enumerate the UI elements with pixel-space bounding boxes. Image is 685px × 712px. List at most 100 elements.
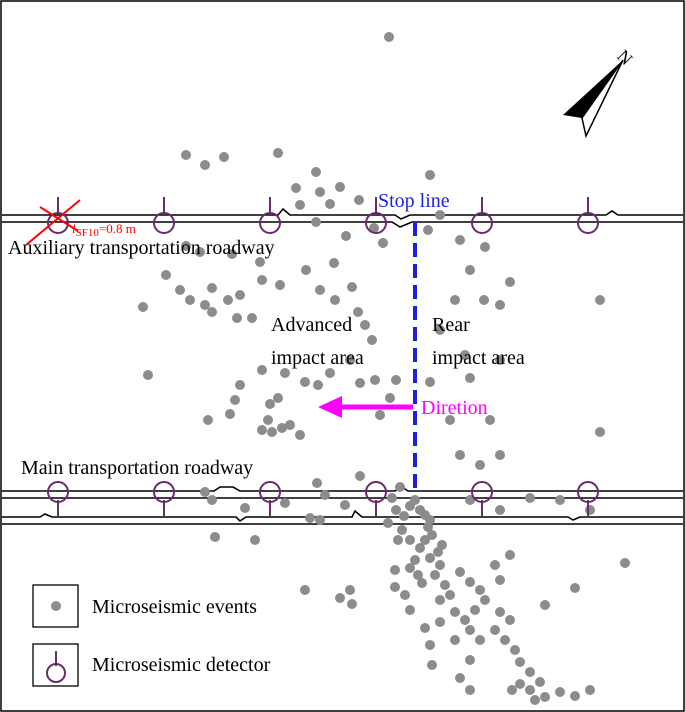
event-dot (515, 657, 525, 667)
event-dot (460, 615, 470, 625)
event-dot (257, 425, 267, 435)
event-dot (465, 373, 475, 383)
event-dot (385, 393, 395, 403)
event-dot (335, 182, 345, 192)
event-dot (138, 302, 148, 312)
event-dot (370, 375, 380, 385)
event-dot (240, 503, 250, 513)
event-dot (515, 679, 525, 689)
event-dot (395, 482, 405, 492)
event-dot (535, 677, 545, 687)
event-dot (427, 660, 437, 670)
detector (259, 197, 281, 234)
event-dot (425, 170, 435, 180)
event-dot (203, 415, 213, 425)
event-dot (450, 295, 460, 305)
event-dot (479, 295, 489, 305)
event-dot (295, 430, 305, 440)
event-dot (295, 200, 305, 210)
event-dot (505, 550, 515, 560)
event-dot (263, 415, 273, 425)
microseismic-events (138, 32, 630, 705)
event-dot (480, 595, 490, 605)
event-dot (360, 320, 370, 330)
detector (365, 481, 387, 516)
event-dot (465, 655, 475, 665)
legend-events-label: Microseismic events (92, 596, 257, 618)
event-dot (425, 553, 435, 563)
event-dot (540, 600, 550, 610)
event-dot (255, 257, 265, 267)
event-dot (450, 607, 460, 617)
rear-area-label-1: Rear (432, 314, 470, 336)
event-dot (195, 247, 205, 257)
event-dot (423, 225, 433, 235)
rear-area-label-2: impact area (432, 347, 525, 369)
event-dot (585, 685, 595, 695)
event-dot (495, 575, 505, 585)
event-dot (347, 599, 357, 609)
event-dot (300, 377, 310, 387)
event-dot (430, 570, 440, 580)
event-dot (341, 231, 351, 241)
event-dot (455, 235, 465, 245)
event-dot (247, 313, 257, 323)
detector (365, 197, 387, 234)
sf10-marker (25, 199, 81, 246)
event-dot (507, 685, 517, 695)
event-dot (369, 223, 379, 233)
event-dot (475, 460, 485, 470)
event-dot (570, 583, 580, 593)
auxiliary-roadway-label: Auxiliary transportation roadway (8, 237, 275, 259)
event-dot (420, 623, 430, 633)
event-dot (301, 265, 311, 275)
event-dot (475, 635, 485, 645)
event-dot (435, 617, 445, 627)
event-dot (525, 493, 535, 503)
event-dot (410, 555, 420, 565)
event-dot (375, 410, 385, 420)
event-dot (420, 535, 430, 545)
event-dot (405, 605, 415, 615)
stop-line-label: Stop line (378, 190, 450, 212)
event-dot (175, 285, 185, 295)
event-dot (185, 295, 195, 305)
event-dot (427, 530, 437, 540)
event-dot (143, 370, 153, 380)
event-dot (500, 635, 510, 645)
event-dot (475, 585, 485, 595)
legend: Microseismic events Microseismic detecto… (32, 584, 271, 687)
event-dot (540, 692, 550, 702)
event-dot (315, 187, 325, 197)
advanced-area-label-2: impact area (271, 347, 364, 369)
event-dot (390, 582, 400, 592)
event-dot-icon (51, 601, 61, 611)
event-dot (455, 450, 465, 460)
event-dot (340, 500, 350, 510)
event-dot (367, 335, 377, 345)
event-dot (200, 160, 210, 170)
event-dot (280, 368, 290, 378)
event-dot (312, 478, 322, 488)
event-dot (495, 450, 505, 460)
event-dot (311, 167, 321, 177)
event-dot (355, 378, 365, 388)
event-dot (405, 501, 415, 511)
event-dot (280, 498, 290, 508)
event-dot (495, 505, 505, 515)
event-dot (425, 640, 435, 650)
event-dot (480, 242, 490, 252)
detector (471, 481, 493, 516)
event-dot (435, 325, 445, 335)
event-dot (273, 393, 283, 403)
event-dot (329, 258, 339, 268)
north-label: N (613, 46, 636, 69)
detector-icon (46, 651, 66, 683)
event-dot (435, 210, 445, 220)
event-dot (485, 415, 495, 425)
event-dot (570, 691, 580, 701)
event-dot (495, 300, 505, 310)
event-dot (465, 685, 475, 695)
event-dot (181, 150, 191, 160)
